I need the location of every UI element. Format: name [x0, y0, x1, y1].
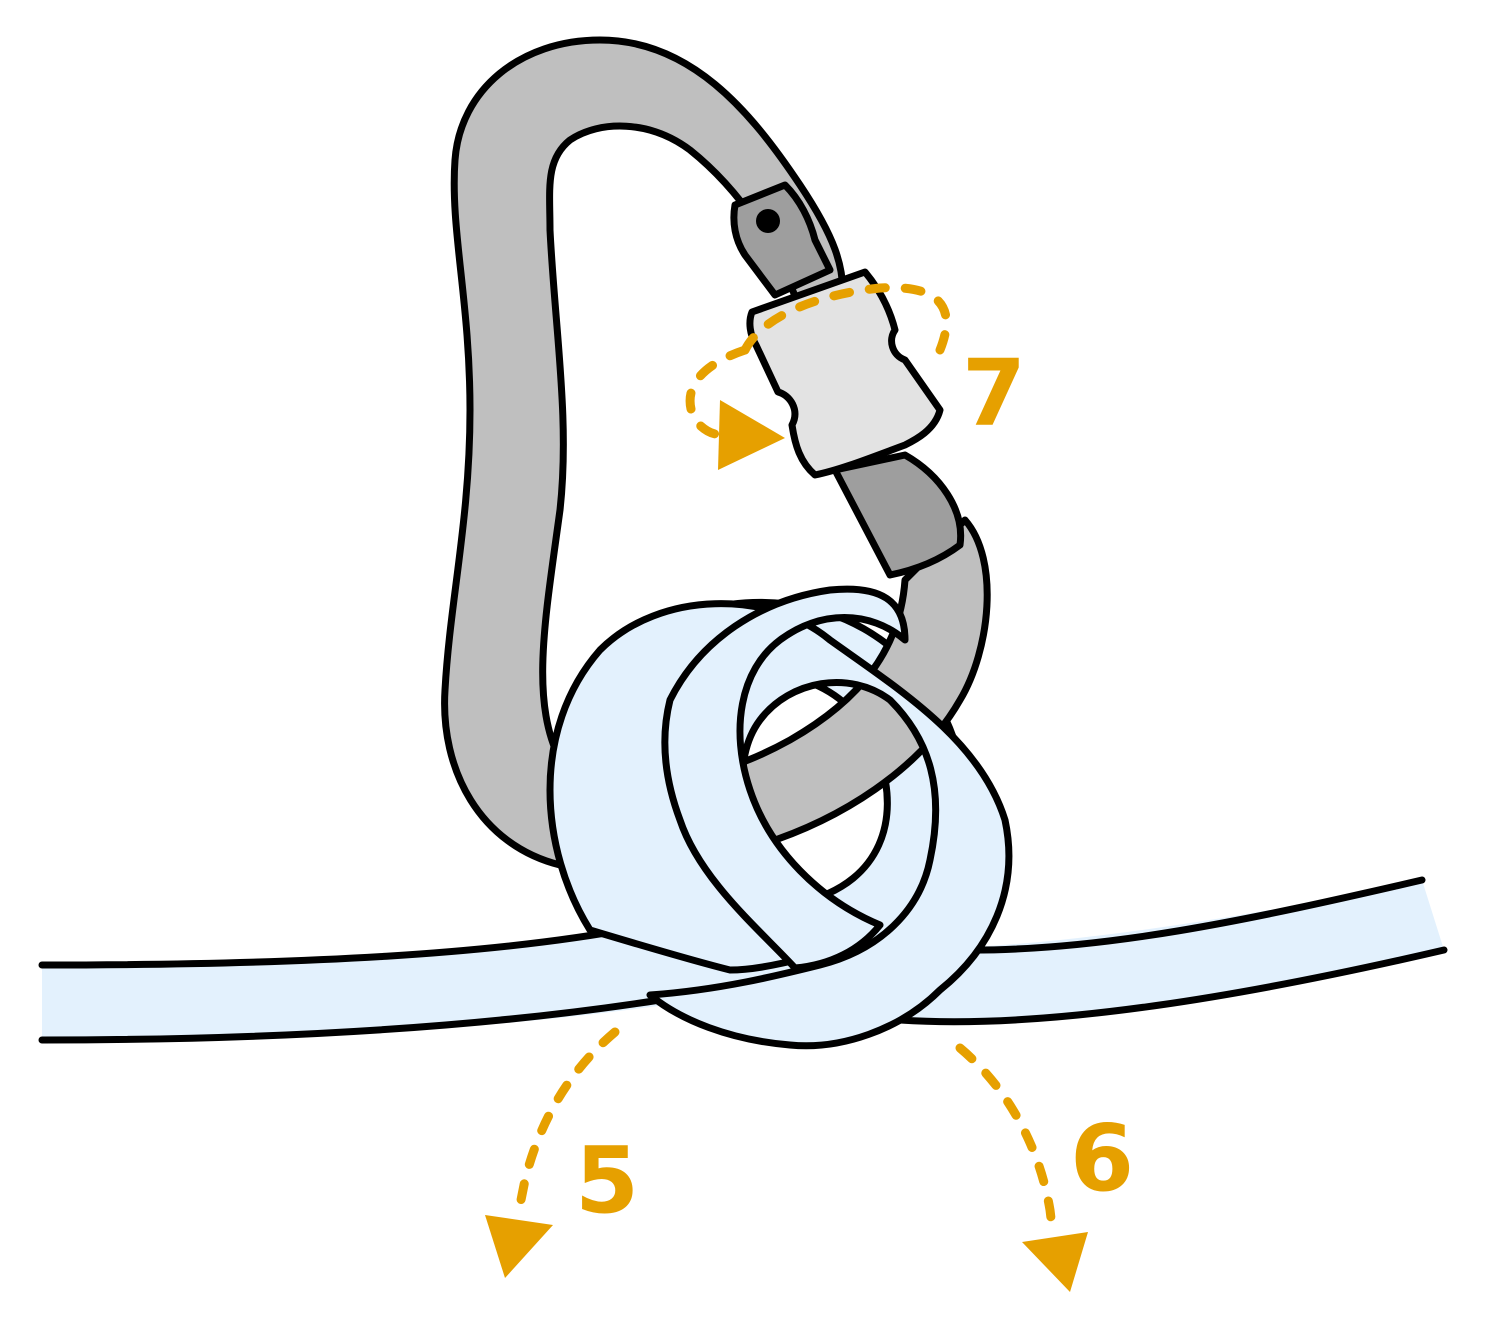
step-7-rotate-arrow	[685, 283, 951, 470]
carabiner-body	[441, 36, 847, 869]
carabiner	[441, 36, 991, 873]
step-7-arrowhead	[718, 400, 785, 470]
step-7-label: 7	[962, 340, 1026, 447]
carabiner-gate	[730, 181, 834, 299]
rope-front-loop	[546, 585, 1013, 1050]
step-5-arrow	[485, 1027, 620, 1278]
lock-sleeve	[746, 268, 944, 479]
step-6-arrow	[955, 1043, 1088, 1292]
step-6-label: 6	[1070, 1105, 1134, 1212]
step-5-label: 5	[575, 1127, 639, 1234]
gate-pin	[756, 209, 780, 233]
carabiner-gate-lower	[831, 451, 965, 579]
step-5-arrowhead	[485, 1215, 553, 1278]
step-6-arrowhead	[1022, 1232, 1088, 1292]
